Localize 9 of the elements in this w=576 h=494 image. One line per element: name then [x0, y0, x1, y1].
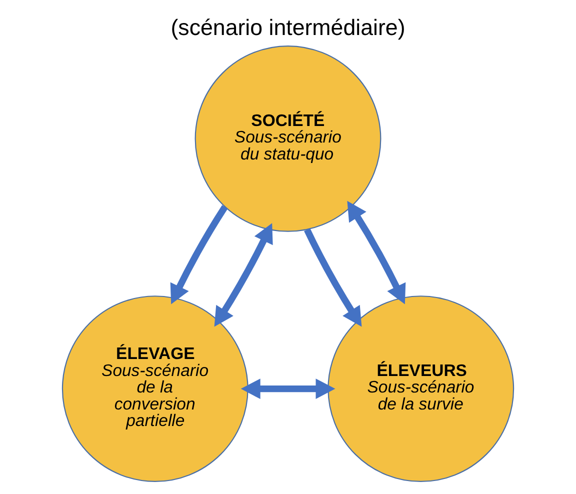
- arrow: [170, 205, 228, 304]
- arrow: [214, 223, 273, 327]
- node-circle: ÉLEVEURS Sous-scénario de la survie: [328, 296, 514, 482]
- node-circle: SOCIÉTÉ Sous-scénario du statu-quo: [194, 45, 382, 232]
- node-circle: ÉLEVAGE Sous-scénario de la conversion partielle: [62, 296, 248, 482]
- diagram-title: (scénario intermédiaire): [170, 14, 406, 40]
- arrow: [304, 228, 362, 327]
- arrow: [240, 378, 336, 400]
- arrow: [347, 200, 406, 304]
